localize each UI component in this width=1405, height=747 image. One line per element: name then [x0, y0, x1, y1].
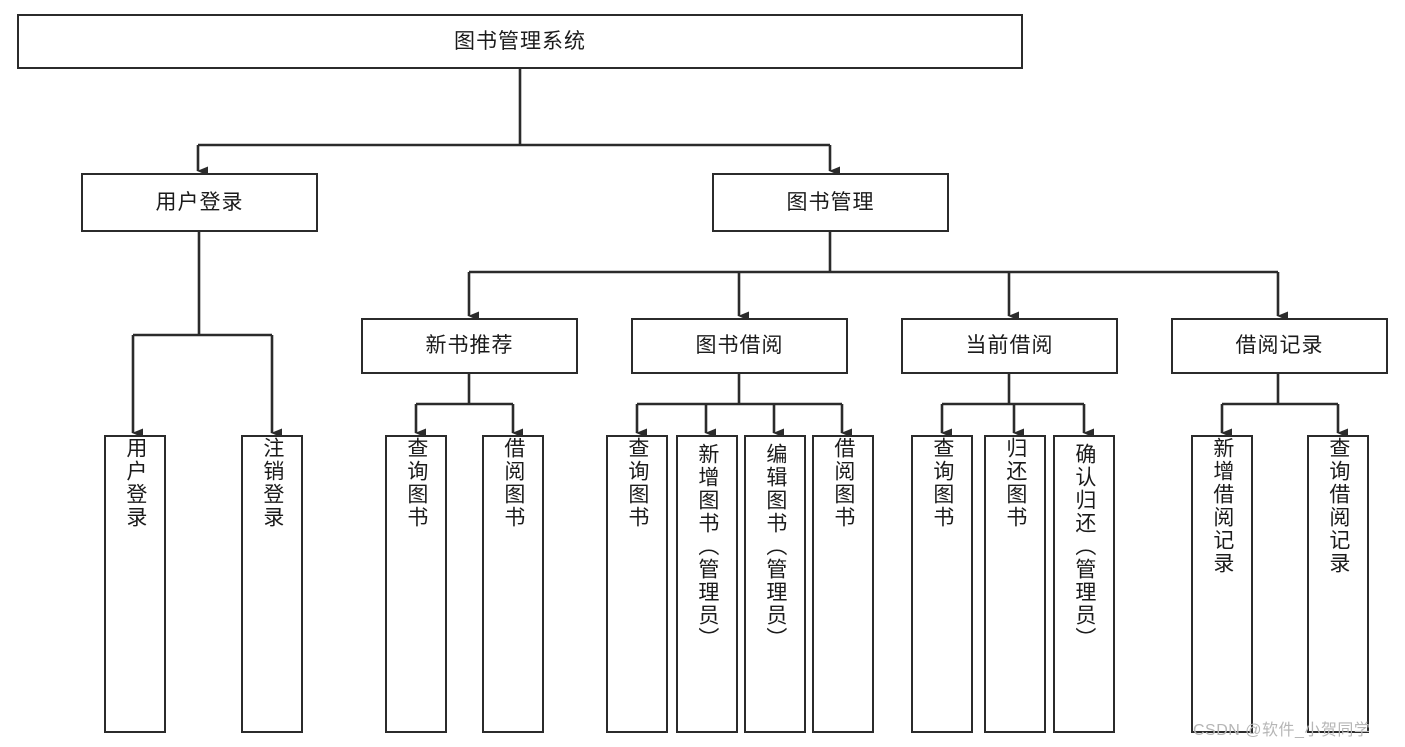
node-label-leaf-logout: 注销登录 — [260, 437, 284, 529]
node-leaf-user-login[interactable]: 用户登录 — [104, 435, 166, 733]
node-leaf-edit-book-admin[interactable]: 编辑图书（管理员） — [744, 435, 806, 733]
node-leaf-add-book-admin[interactable]: 新增图书（管理员） — [676, 435, 738, 733]
node-label-book-borrow: 图书借阅 — [695, 334, 784, 358]
node-leaf-query-book-rec[interactable]: 查询图书 — [385, 435, 447, 733]
node-label-leaf-add-book-admin: 新增图书（管理员） — [695, 443, 719, 650]
node-leaf-return-book[interactable]: 归还图书 — [984, 435, 1046, 733]
node-label-leaf-query-borrow-record: 查询借阅记录 — [1326, 437, 1350, 575]
node-leaf-logout[interactable]: 注销登录 — [241, 435, 303, 733]
node-label-leaf-edit-book-admin: 编辑图书（管理员） — [763, 443, 787, 650]
node-leaf-borrow-book-bor[interactable]: 借阅图书 — [812, 435, 874, 733]
node-label-leaf-return-book: 归还图书 — [1003, 437, 1027, 529]
node-leaf-query-book-cur[interactable]: 查询图书 — [911, 435, 973, 733]
node-leaf-add-borrow-record[interactable]: 新增借阅记录 — [1191, 435, 1253, 733]
tree-connectors — [131, 69, 1348, 438]
node-label-book-manage: 图书管理 — [786, 190, 875, 214]
node-label-leaf-borrow-book-bor: 借阅图书 — [831, 437, 855, 529]
node-new-book-recommend[interactable]: 新书推荐 — [361, 318, 578, 374]
node-label-current-borrow: 当前借阅 — [965, 334, 1054, 358]
node-label-leaf-confirm-return-admin: 确认归还（管理员） — [1072, 443, 1096, 650]
node-current-borrow[interactable]: 当前借阅 — [901, 318, 1118, 374]
node-user-login[interactable]: 用户登录 — [81, 173, 318, 232]
node-label-user-login: 用户登录 — [155, 190, 244, 214]
node-label-root: 图书管理系统 — [454, 29, 586, 53]
node-leaf-query-borrow-record[interactable]: 查询借阅记录 — [1307, 435, 1369, 733]
node-leaf-confirm-return-admin[interactable]: 确认归还（管理员） — [1053, 435, 1115, 733]
node-root[interactable]: 图书管理系统 — [17, 14, 1023, 69]
node-book-borrow[interactable]: 图书借阅 — [631, 318, 848, 374]
node-label-leaf-user-login: 用户登录 — [123, 437, 147, 529]
node-label-new-book-recommend: 新书推荐 — [425, 334, 514, 358]
node-label-borrow-record: 借阅记录 — [1235, 334, 1324, 358]
node-leaf-query-book-bor[interactable]: 查询图书 — [606, 435, 668, 733]
node-borrow-record[interactable]: 借阅记录 — [1171, 318, 1388, 374]
node-label-leaf-add-borrow-record: 新增借阅记录 — [1210, 437, 1234, 575]
node-book-manage[interactable]: 图书管理 — [712, 173, 949, 232]
node-label-leaf-query-book-rec: 查询图书 — [404, 437, 428, 529]
node-label-leaf-borrow-book-rec: 借阅图书 — [501, 437, 525, 529]
node-label-leaf-query-book-cur: 查询图书 — [930, 437, 954, 529]
node-label-leaf-query-book-bor: 查询图书 — [625, 437, 649, 529]
node-leaf-borrow-book-rec[interactable]: 借阅图书 — [482, 435, 544, 733]
csdn-watermark: CSDN @软件_小贺同学 — [1193, 722, 1371, 739]
